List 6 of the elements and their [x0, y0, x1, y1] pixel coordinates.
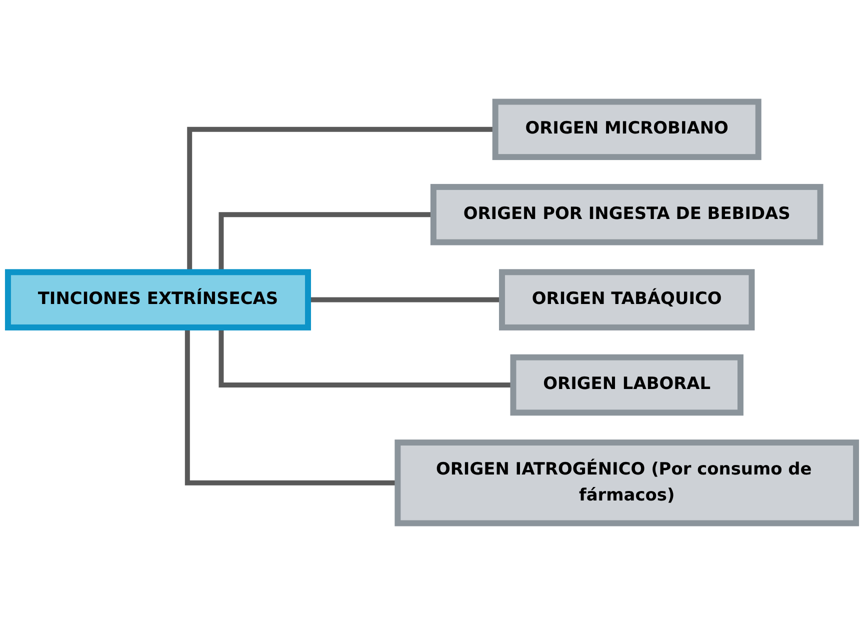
node-box: ORIGEN POR INGESTA DE BEBIDAS	[430, 184, 824, 246]
node-box: ORIGEN IATROGÉNICO (Por consumo de fármacos)	[394, 440, 860, 526]
node-box: TINCIONES EXTRÍNSECAS	[4, 269, 311, 330]
node-box: ORIGEN LABORAL	[510, 354, 744, 416]
node-box: ORIGEN TABÁQUICO	[499, 269, 755, 330]
node-box: ORIGEN MICROBIANO	[492, 98, 762, 160]
